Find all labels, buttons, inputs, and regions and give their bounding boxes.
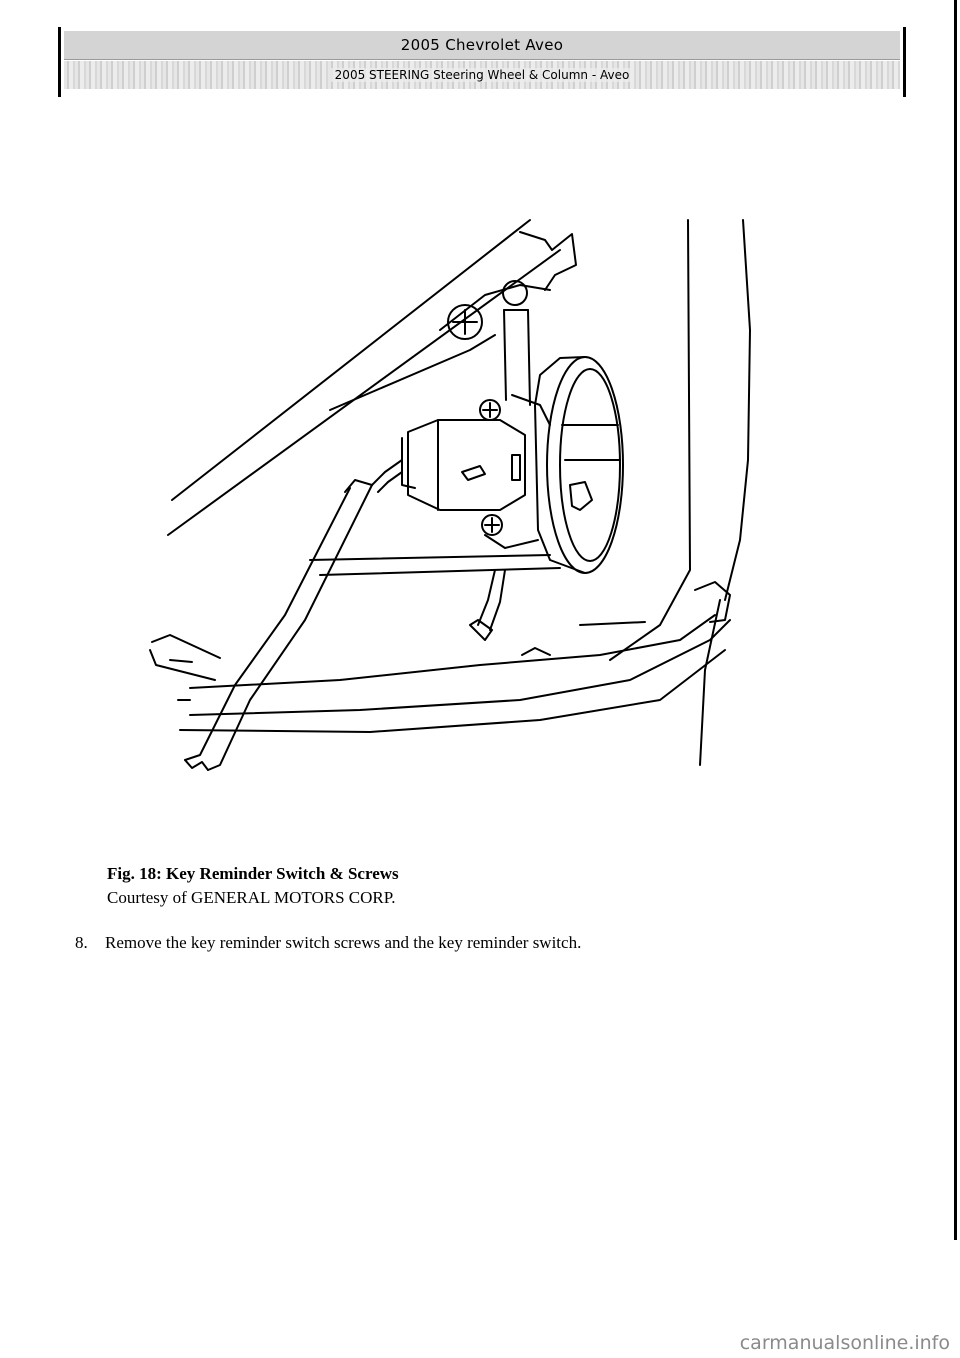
procedure-step: 8. Remove the key reminder switch screws… [75, 933, 581, 953]
caption-credit: Courtesy of GENERAL MOTORS CORP. [107, 888, 396, 907]
page-header: 2005 Chevrolet Aveo 2005 STEERING Steeri… [58, 27, 906, 97]
header-subtitle-bar: 2005 STEERING Steering Wheel & Column - … [64, 61, 900, 89]
header-title: 2005 Chevrolet Aveo [64, 31, 900, 60]
header-subtitle: 2005 STEERING Steering Wheel & Column - … [330, 68, 634, 82]
figure-caption: Fig. 18: Key Reminder Switch & Screws Co… [107, 862, 399, 910]
header-right-rule [903, 27, 906, 97]
key-reminder-switch-illustration [149, 219, 751, 771]
page-right-border [954, 0, 957, 1240]
header-left-rule [58, 27, 61, 97]
step-text: Remove the key reminder switch screws an… [105, 933, 582, 952]
step-number: 8. [75, 933, 88, 952]
watermark: carmanualsonline.info [739, 1332, 950, 1354]
caption-title: Fig. 18: Key Reminder Switch & Screws [107, 864, 399, 883]
